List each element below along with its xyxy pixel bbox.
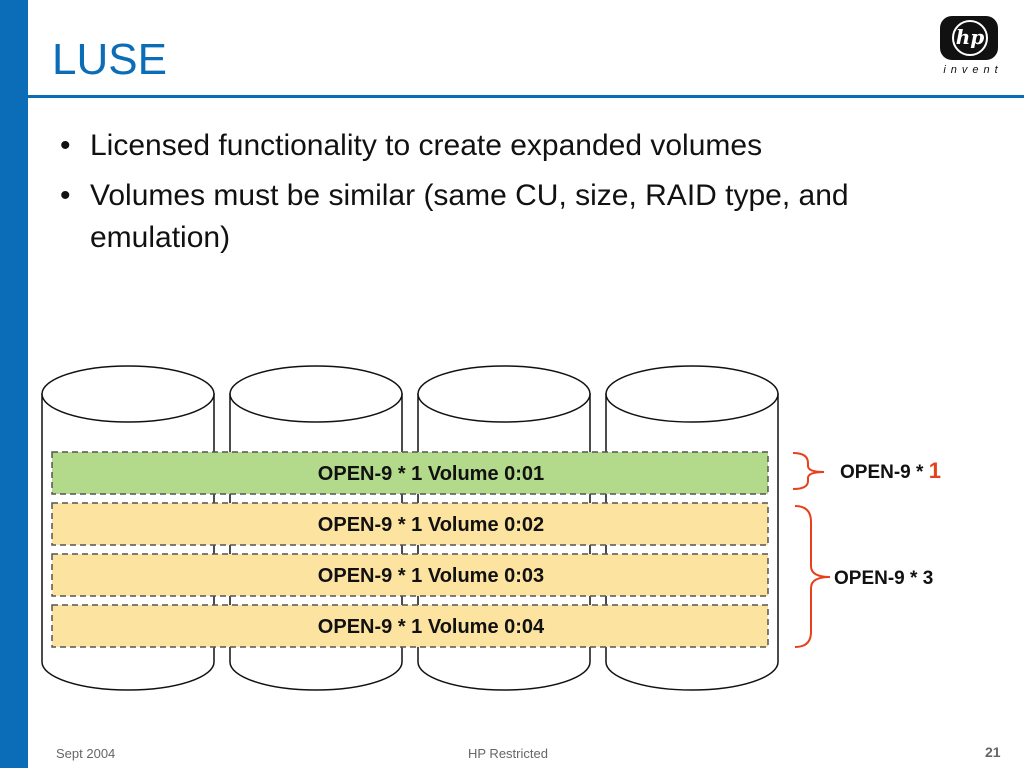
brace-single xyxy=(792,452,825,490)
brace-triple xyxy=(794,505,831,648)
footer-classification: HP Restricted xyxy=(468,746,548,761)
brace-single-label: OPEN-9 * 1 xyxy=(840,458,941,483)
volume-strip xyxy=(51,553,769,597)
title-rule xyxy=(0,95,1024,98)
disk-top xyxy=(605,365,779,423)
volume-strip xyxy=(51,451,769,495)
hp-logo-mark: hp xyxy=(952,20,988,56)
disk-top xyxy=(41,365,215,423)
hp-logo-badge: hp xyxy=(940,16,998,60)
bullet-item: Licensed functionality to create expande… xyxy=(60,125,980,167)
volume-label: OPEN-9 * 1 Volume 0:02 xyxy=(318,514,544,536)
brace-triple-label: OPEN-9 * 3 xyxy=(834,568,933,589)
disk-top xyxy=(229,365,403,423)
disk-top xyxy=(417,365,591,423)
footer-date: Sept 2004 xyxy=(56,746,116,761)
side-accent-bar xyxy=(0,0,28,768)
bullet-list: Licensed functionality to create expande… xyxy=(60,125,980,267)
page-number: 21 xyxy=(985,744,1001,760)
volume-label: OPEN-9 * 1 Volume 0:03 xyxy=(318,565,544,587)
bullet-item: Volumes must be similar (same CU, size, … xyxy=(60,175,980,259)
volume-strip xyxy=(51,604,769,648)
volume-label: OPEN-9 * 1 Volume 0:01 xyxy=(318,463,544,485)
volume-label: OPEN-9 * 1 Volume 0:04 xyxy=(318,616,545,638)
hp-logo: hp invent xyxy=(938,14,1008,78)
volume-strip xyxy=(51,502,769,546)
slide-title: LUSE xyxy=(52,35,167,84)
hp-logo-tagline: invent xyxy=(943,64,1003,76)
